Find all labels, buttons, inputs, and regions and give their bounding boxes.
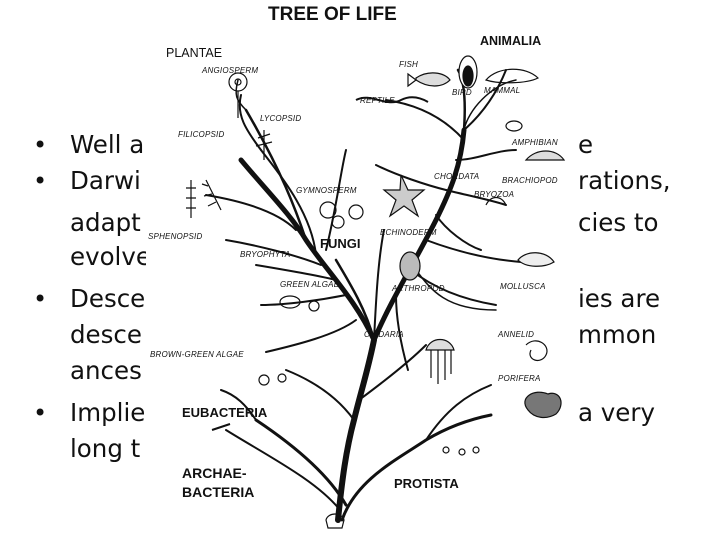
bullet-3-text-left-2: desce <box>70 320 142 349</box>
label-fish: FISH <box>399 60 419 69</box>
label-bryozoa: BRYOZOA <box>474 190 515 199</box>
label-green-algae: GREEN ALGAE <box>280 280 340 289</box>
bullet-2-text-left-3: evolve <box>70 242 151 271</box>
bullet-4-text-left: Implie <box>70 398 146 427</box>
label-echinoderm: ECHINODERM <box>380 228 437 237</box>
label-porifera: PORIFERA <box>498 374 541 383</box>
label-bird: BIRD <box>452 88 472 97</box>
label-sphenopsid: SPHENOPSID <box>148 232 203 241</box>
bullet-2-text-right-2: cies to <box>578 208 659 237</box>
kingdom-archaebacteria-line1: ARCHAE- <box>182 465 247 481</box>
label-arthropod: ARTHROPOD <box>392 284 445 293</box>
bullet-4-text-right: a very <box>578 398 655 427</box>
label-gymnosperm: GYMNOSPERM <box>296 186 357 195</box>
label-brachiopod: BRACHIOPOD <box>502 176 558 185</box>
label-cnidaria: CNIDARIA <box>364 330 404 339</box>
label-reptile: REPTILE <box>360 96 395 105</box>
label-chordata: CHORDATA <box>434 172 480 181</box>
bullet-dot: • <box>33 167 48 195</box>
kingdom-protista: PROTISTA <box>394 476 459 491</box>
kingdom-fungi: FUNGI <box>320 236 361 251</box>
figure-title: TREE OF LIFE <box>268 4 397 25</box>
bullet-3-text-left-3: ances <box>70 356 142 385</box>
label-amphibian: AMPHIBIAN <box>512 138 558 147</box>
label-mammal: MAMMAL <box>484 86 521 95</box>
bullet-dot: • <box>33 285 48 313</box>
bullet-3-text-right-2: mmon <box>578 320 657 349</box>
bullet-2-text-left-2: adapt <box>70 208 141 237</box>
bullet-dot: • <box>33 131 48 159</box>
bullet-2-text-left: Darwi <box>70 166 141 195</box>
tree-of-life-figure: TREE OF LIFE ANIMALIA PLANTAE FUNGI EUBA… <box>146 0 576 540</box>
kingdom-animalia: ANIMALIA <box>480 34 542 48</box>
kingdom-eubacteria: EUBACTERIA <box>182 405 268 420</box>
label-annelid: ANNELID <box>498 330 535 339</box>
label-brown-green-algae: BROWN-GREEN ALGAE <box>150 350 244 359</box>
label-mollusca: MOLLUSCA <box>500 282 546 291</box>
bullet-1-text-right: e <box>578 130 594 159</box>
tree-branches <box>186 55 566 529</box>
bullet-dot: • <box>33 399 48 427</box>
bullet-1-text-left: Well a <box>70 130 145 159</box>
kingdom-archaebacteria-line2: BACTERIA <box>182 484 255 500</box>
bullet-3-text-right: ies are <box>578 284 661 313</box>
bullet-4-text-left-2: long t <box>70 434 141 463</box>
label-lycopsid: LYCOPSID <box>260 114 302 123</box>
bullet-3-text-left: Desce <box>70 284 146 313</box>
kingdom-plantae: PLANTAE <box>166 46 223 60</box>
label-angiosperm: ANGIOSPERM <box>202 66 259 75</box>
bullet-2-text-right: rations, <box>578 166 671 195</box>
label-bryophyta: BRYOPHYTA <box>240 250 291 259</box>
label-filicopsid: FILICOPSID <box>178 130 225 139</box>
